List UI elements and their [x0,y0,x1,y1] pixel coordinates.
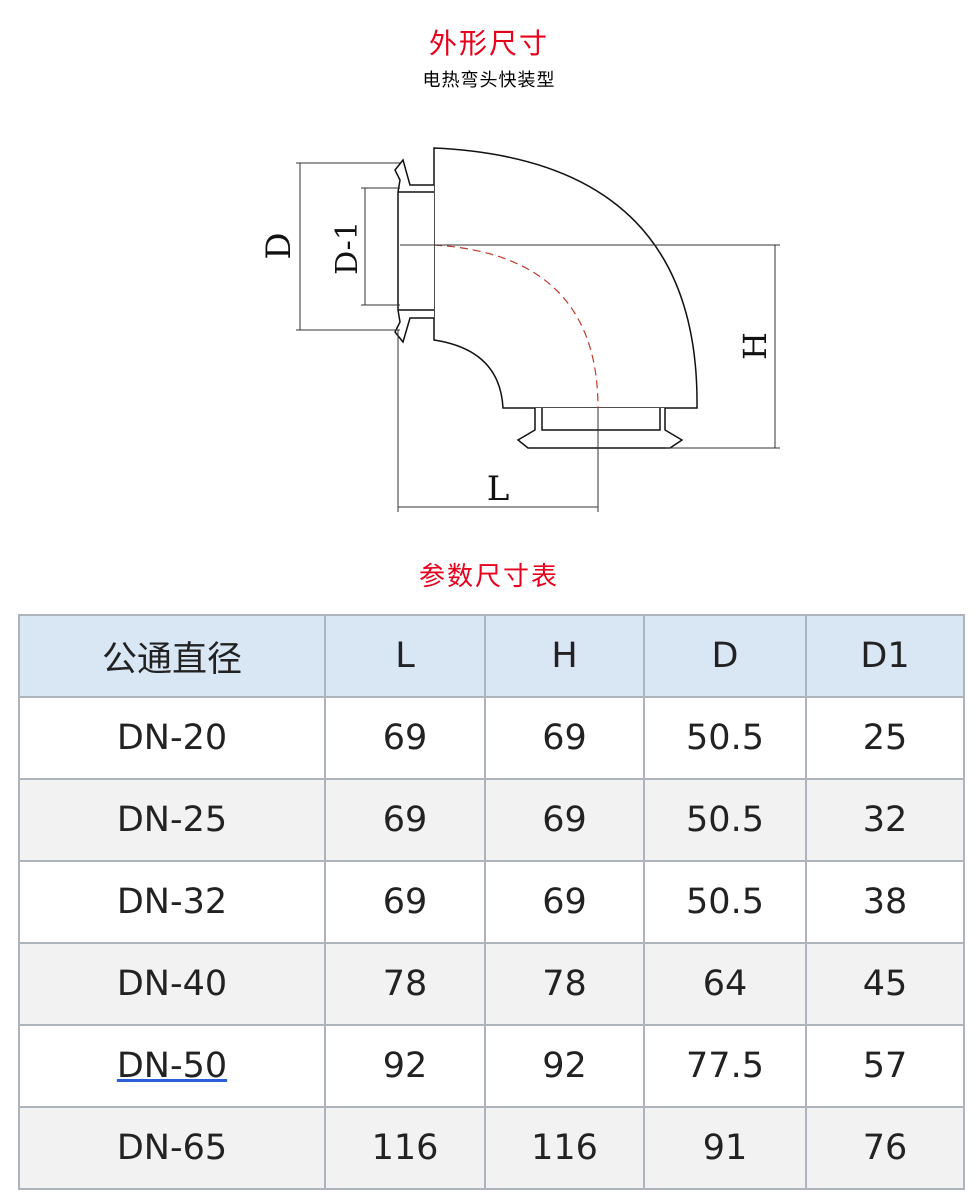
table-cell: 92 [324,1024,486,1108]
table-cell: 69 [484,860,645,944]
table-cell: 69 [324,696,486,780]
table-row: DN-65 116 116 91 76 [18,1106,965,1190]
table-cell: 50.5 [643,696,807,780]
table-cell: 45 [805,942,965,1026]
table-cell: 78 [484,942,645,1026]
dimension-label-d1: D-1 [330,221,365,275]
dimension-label-d: D [259,232,299,259]
table-cell: 69 [324,778,486,862]
column-header: H [484,614,645,698]
table-cell: 69 [324,860,486,944]
table-cell: DN-40 [18,942,326,1026]
table-cell: DN-65 [18,1106,326,1190]
table-row: DN-32 69 69 50.5 38 [18,860,965,944]
table-row: DN-40 78 78 64 45 [18,942,965,1026]
table-cell: DN-32 [18,860,326,944]
table-cell: DN-20 [18,696,326,780]
table-cell: 69 [484,778,645,862]
table-cell: 91 [643,1106,807,1190]
table-cell: 50.5 [643,860,807,944]
column-header: 公通直径 [18,614,326,698]
table-cell: DN-25 [18,778,326,862]
page-title: 外形尺寸 [428,27,549,60]
dimension-label-l: L [487,469,510,509]
column-header: D [643,614,807,698]
table-row: DN-50 92 92 77.5 57 [18,1024,965,1108]
table-cell: 32 [805,778,965,862]
table-title: 参数尺寸表 [418,562,559,592]
elbow-dimension-drawing: D D-1 H L [259,147,780,512]
table-cell: DN-50 [18,1024,326,1108]
table-row: DN-25 69 69 50.5 32 [18,778,965,862]
page-subtitle: 电热弯头快装型 [422,70,556,91]
table-cell: 64 [643,942,807,1026]
table-cell: 57 [805,1024,965,1108]
parameter-table: 公通直径 L H D D1 DN-20 69 69 50.5 25 DN-25 … [18,614,965,1190]
table-cell: 116 [324,1106,486,1190]
table-cell: 77.5 [643,1024,807,1108]
table-row: DN-20 69 69 50.5 25 [18,696,965,780]
column-header: L [324,614,486,698]
table-cell: 76 [805,1106,965,1190]
table-cell: 38 [805,860,965,944]
table-cell: 50.5 [643,778,807,862]
table-cell: 25 [805,696,965,780]
table-cell: 116 [484,1106,645,1190]
table-cell: 92 [484,1024,645,1108]
table-cell-text: DN-50 [116,1046,228,1086]
dimension-label-h: H [736,332,774,360]
column-header: D1 [805,614,965,698]
table-header-row: 公通直径 L H D D1 [18,614,965,698]
table-cell: 78 [324,942,486,1026]
table-cell: 69 [484,696,645,780]
